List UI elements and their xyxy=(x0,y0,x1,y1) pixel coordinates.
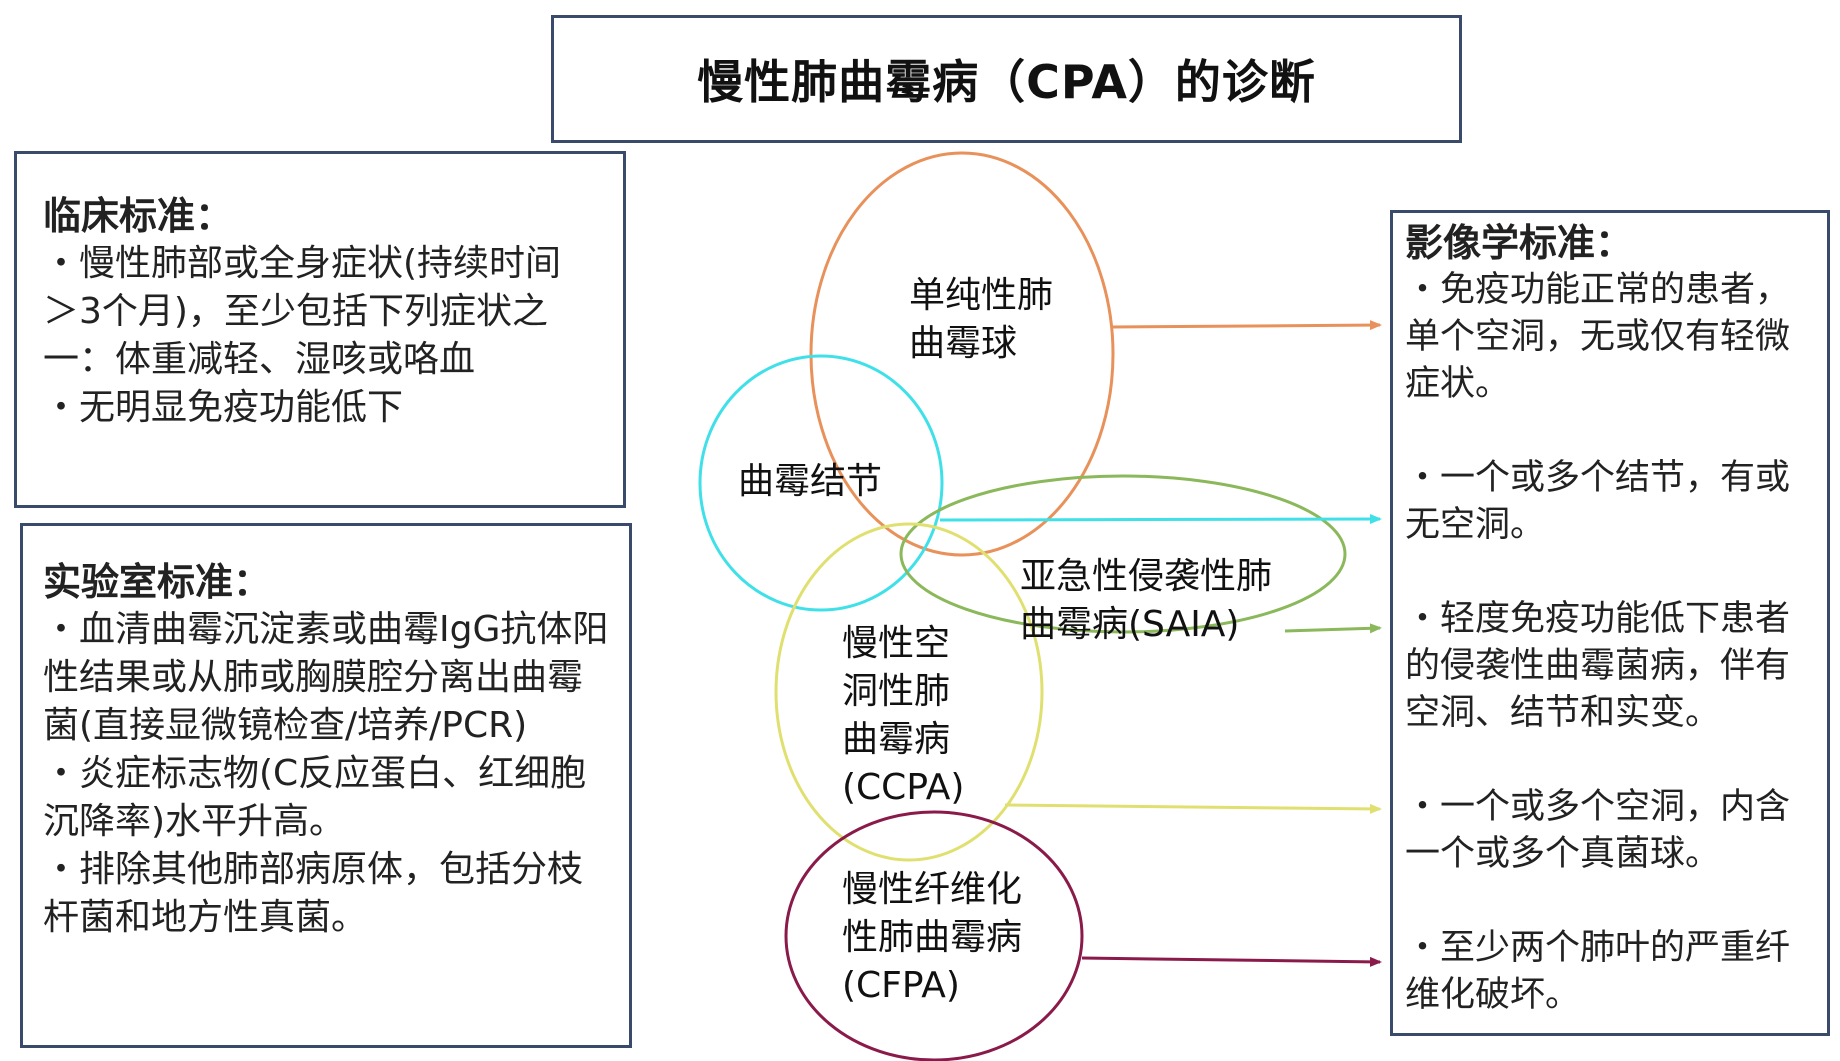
title-box: 慢性肺曲霉病（CPA）的诊断 xyxy=(551,15,1462,143)
simple-aspergilloma-ellipse xyxy=(809,151,1115,557)
aspergillus-nodule-arrow xyxy=(939,514,1382,525)
clinical-item: ・无明显免疫功能低下 xyxy=(43,387,404,428)
clinical-heading: 临床标准： xyxy=(43,194,234,238)
simple-aspergilloma-arrow xyxy=(1111,320,1382,331)
ccpa-label: 慢性空 洞性肺 曲霉病 (CCPA) xyxy=(842,620,964,812)
cfpa-ellipse xyxy=(784,810,1084,1061)
saia-label: 亚急性侵袭性肺 曲霉病(SAIA) xyxy=(1020,553,1272,649)
page-title: 慢性肺曲霉病（CPA）的诊断 xyxy=(697,55,1316,109)
ccpa-label-line: 慢性空 xyxy=(842,623,951,664)
ccpa-label-line: 洞性肺 xyxy=(842,671,951,712)
ccpa-label-line: 曲霉病 xyxy=(842,719,951,760)
cfpa-label-line: 性肺曲霉病 xyxy=(842,917,1023,958)
aspergillus-nodule-ellipse xyxy=(698,354,944,612)
imaging-criteria-box: 影像学标准： ・免疫功能正常的患者，单个空洞，无或仅有轻微症状。 ・一个或多个结… xyxy=(1390,210,1830,1036)
lab-heading: 实验室标准： xyxy=(43,560,272,604)
aspergillus-nodule-label: 曲霉结节 xyxy=(738,458,882,506)
cfpa-label: 慢性纤维化 性肺曲霉病 (CFPA) xyxy=(842,866,1022,1010)
imaging-item: ・轻度免疫功能低下患者的侵袭性曲霉菌病，伴有空洞、结节和实变。 xyxy=(1405,599,1791,733)
simple-aspergilloma-label: 单纯性肺 曲霉球 xyxy=(909,272,1053,368)
saia-ellipse xyxy=(899,474,1347,634)
cfpa-label-line: (CFPA) xyxy=(842,965,960,1006)
ccpa-label-line: (CCPA) xyxy=(842,767,965,808)
saia-label-line: 曲霉病(SAIA) xyxy=(1020,604,1240,645)
cfpa-arrow xyxy=(1081,956,1382,967)
ccpa-arrow xyxy=(1004,803,1382,814)
imaging-item: ・一个或多个结节，有或无空洞。 xyxy=(1405,458,1791,545)
cfpa-label-line: 慢性纤维化 xyxy=(842,869,1023,910)
saia-label-line: 亚急性侵袭性肺 xyxy=(1020,556,1273,597)
lab-criteria-box: 实验室标准： ・血清曲霉沉淀素或曲霉IgG抗体阳性结果或从肺或胸膜腔分离出曲霉菌… xyxy=(20,523,632,1048)
imaging-heading: 影像学标准： xyxy=(1405,221,1634,265)
clinical-criteria-box: 临床标准： ・慢性肺部或全身症状(持续时间＞3个月)，至少包括下列症状之一：体重… xyxy=(14,151,626,508)
lab-item: ・血清曲霉沉淀素或曲霉IgG抗体阳性结果或从肺或胸膜腔分离出曲霉菌(直接显微镜检… xyxy=(43,609,609,746)
saia-arrow xyxy=(1284,623,1382,634)
clinical-item: ・慢性肺部或全身症状(持续时间＞3个月)，至少包括下列症状之一：体重减轻、湿咳或… xyxy=(43,243,562,380)
lab-item: ・炎症标志物(C反应蛋白、红细胞沉降率)水平升高。 xyxy=(43,753,587,842)
imaging-item: ・至少两个肺叶的严重纤维化破坏。 xyxy=(1405,928,1791,1015)
simple-aspergilloma-label-line: 曲霉球 xyxy=(909,323,1018,364)
lab-item: ・排除其他肺部病原体，包括分枝杆菌和地方性真菌。 xyxy=(43,849,584,938)
ccpa-ellipse xyxy=(774,522,1044,862)
simple-aspergilloma-label-line: 单纯性肺 xyxy=(909,275,1054,316)
imaging-item: ・免疫功能正常的患者，单个空洞，无或仅有轻微症状。 xyxy=(1405,270,1791,404)
aspergillus-nodule-label-line: 曲霉结节 xyxy=(738,461,883,502)
imaging-item: ・一个或多个空洞，内含一个或多个真菌球。 xyxy=(1405,787,1791,874)
